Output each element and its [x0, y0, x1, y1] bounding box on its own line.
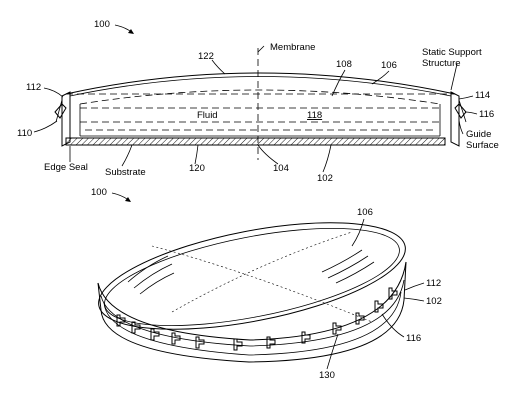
tab-10 [355, 312, 365, 325]
leader-lines-top [33, 45, 478, 173]
label-substrate: Substrate [105, 167, 146, 178]
ref-130-bottom: 130 [319, 370, 335, 381]
ref-100-bottom-arrowhead [125, 197, 131, 202]
label-static-support-2: Structure [422, 58, 461, 69]
label-guide-2: Surface [466, 140, 499, 151]
tab-3 [150, 328, 160, 341]
surface-reflections [127, 249, 375, 295]
lens-side-left [97, 282, 102, 311]
ref-104: 104 [273, 163, 289, 174]
tab-11 [374, 300, 384, 313]
label-fluid: Fluid [197, 110, 218, 121]
tab-12 [388, 287, 398, 300]
cross-section-view: 100 Membrane [17, 19, 499, 184]
label-membrane: Membrane [270, 42, 315, 53]
ref-112: 112 [26, 82, 41, 93]
ref-116: 116 [479, 109, 494, 120]
right-support-structure [450, 91, 467, 147]
ref-122: 122 [198, 51, 214, 62]
label-static-support-1: Static Support [422, 47, 482, 58]
ref-110: 110 [17, 128, 32, 139]
tab-5 [195, 336, 205, 349]
ref-106-bottom: 106 [357, 207, 373, 218]
label-edge-seal: Edge Seal [44, 162, 88, 173]
ref-114: 114 [475, 90, 490, 101]
leader-lines-bottom [326, 218, 425, 370]
guide-ring-bottom [100, 299, 405, 363]
tab-6 [233, 338, 243, 351]
substrate [65, 137, 446, 146]
ref-106: 106 [381, 60, 397, 71]
tab-8 [301, 331, 311, 344]
lens-side-right [403, 261, 407, 301]
ref-102-bottom: 102 [426, 296, 442, 307]
ref-112-bottom: 112 [426, 278, 441, 289]
tab-9 [332, 322, 342, 335]
tab-1 [116, 314, 126, 327]
ref-100-top: 100 [94, 19, 110, 30]
ref-100-bottom: 100 [91, 187, 107, 198]
ref-120: 120 [189, 163, 205, 174]
membrane-inner [69, 76, 452, 97]
tab-7 [266, 336, 276, 349]
ref-116-bottom: 116 [406, 333, 421, 344]
lens-wall-front [97, 261, 407, 341]
alignment-tabs [116, 287, 398, 351]
tab-2 [131, 321, 141, 334]
chamber-outline [69, 99, 452, 138]
ref-100-top-arrowhead [128, 29, 134, 34]
perspective-view: 100 [91, 187, 442, 381]
membrane [65, 72, 456, 95]
membrane-contour-1 [151, 245, 373, 323]
tab-4 [171, 332, 181, 345]
lens-rim-outer [98, 222, 406, 330]
fluid-curve-dashed [79, 89, 441, 105]
lens-rim-inner [104, 228, 400, 326]
ref-102: 102 [317, 173, 333, 184]
membrane-contour-2 [171, 231, 353, 313]
label-guide-1: Guide [466, 129, 491, 140]
ref-108: 108 [336, 59, 352, 70]
ref-118: 118 [307, 110, 322, 121]
